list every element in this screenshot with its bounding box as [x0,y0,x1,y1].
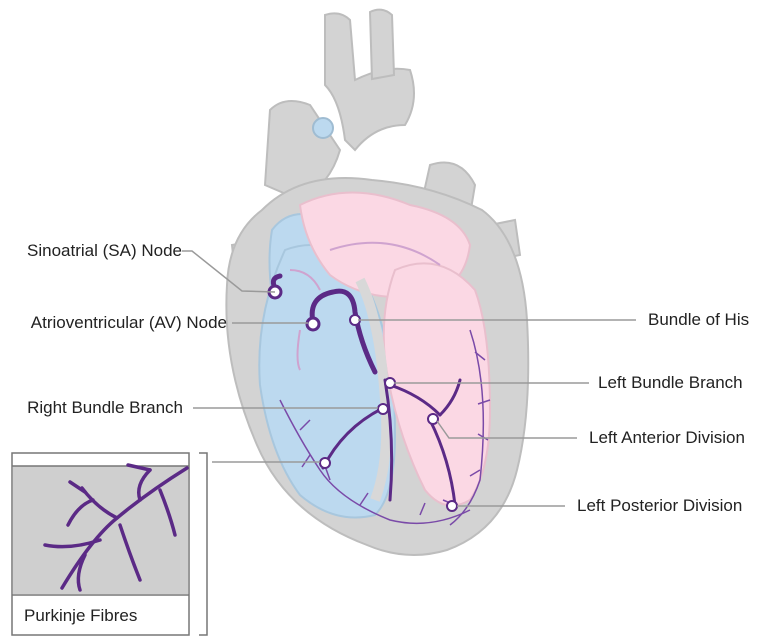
flow-arrows [289,241,441,371]
left-anterior-division-label: Left Anterior Division [589,428,745,447]
sa-leader [182,250,276,293]
av-node-marker [305,316,321,332]
left-posterior-division-label: Left Posterior Division [577,496,743,515]
purkinje-fibre-drawing [43,463,189,592]
purkinje-marker [319,457,331,469]
right-bundle-marker [377,403,389,415]
left-bundle-branch-label: Left Bundle Branch [598,373,743,392]
av-node-label: Atrioventricular (AV) Node [30,313,227,332]
septum [355,277,392,502]
purkinje-inset [11,452,208,636]
left-anterior-leader [436,420,577,439]
leader-lines [182,250,636,507]
bundle-of-his-label: Bundle of His [648,310,750,329]
left-posterior-marker [446,500,458,512]
node-markers [267,284,458,512]
purkinje-network [279,329,491,526]
sa-node-label: Sinoatrial (SA) Node [27,241,182,260]
left-anterior-marker [427,413,439,425]
left-bundle-marker [384,377,396,389]
purkinje-fibres-label: Purkinje Fibres [24,606,138,625]
right-bundle-branch-label: Right Bundle Branch [27,398,183,417]
